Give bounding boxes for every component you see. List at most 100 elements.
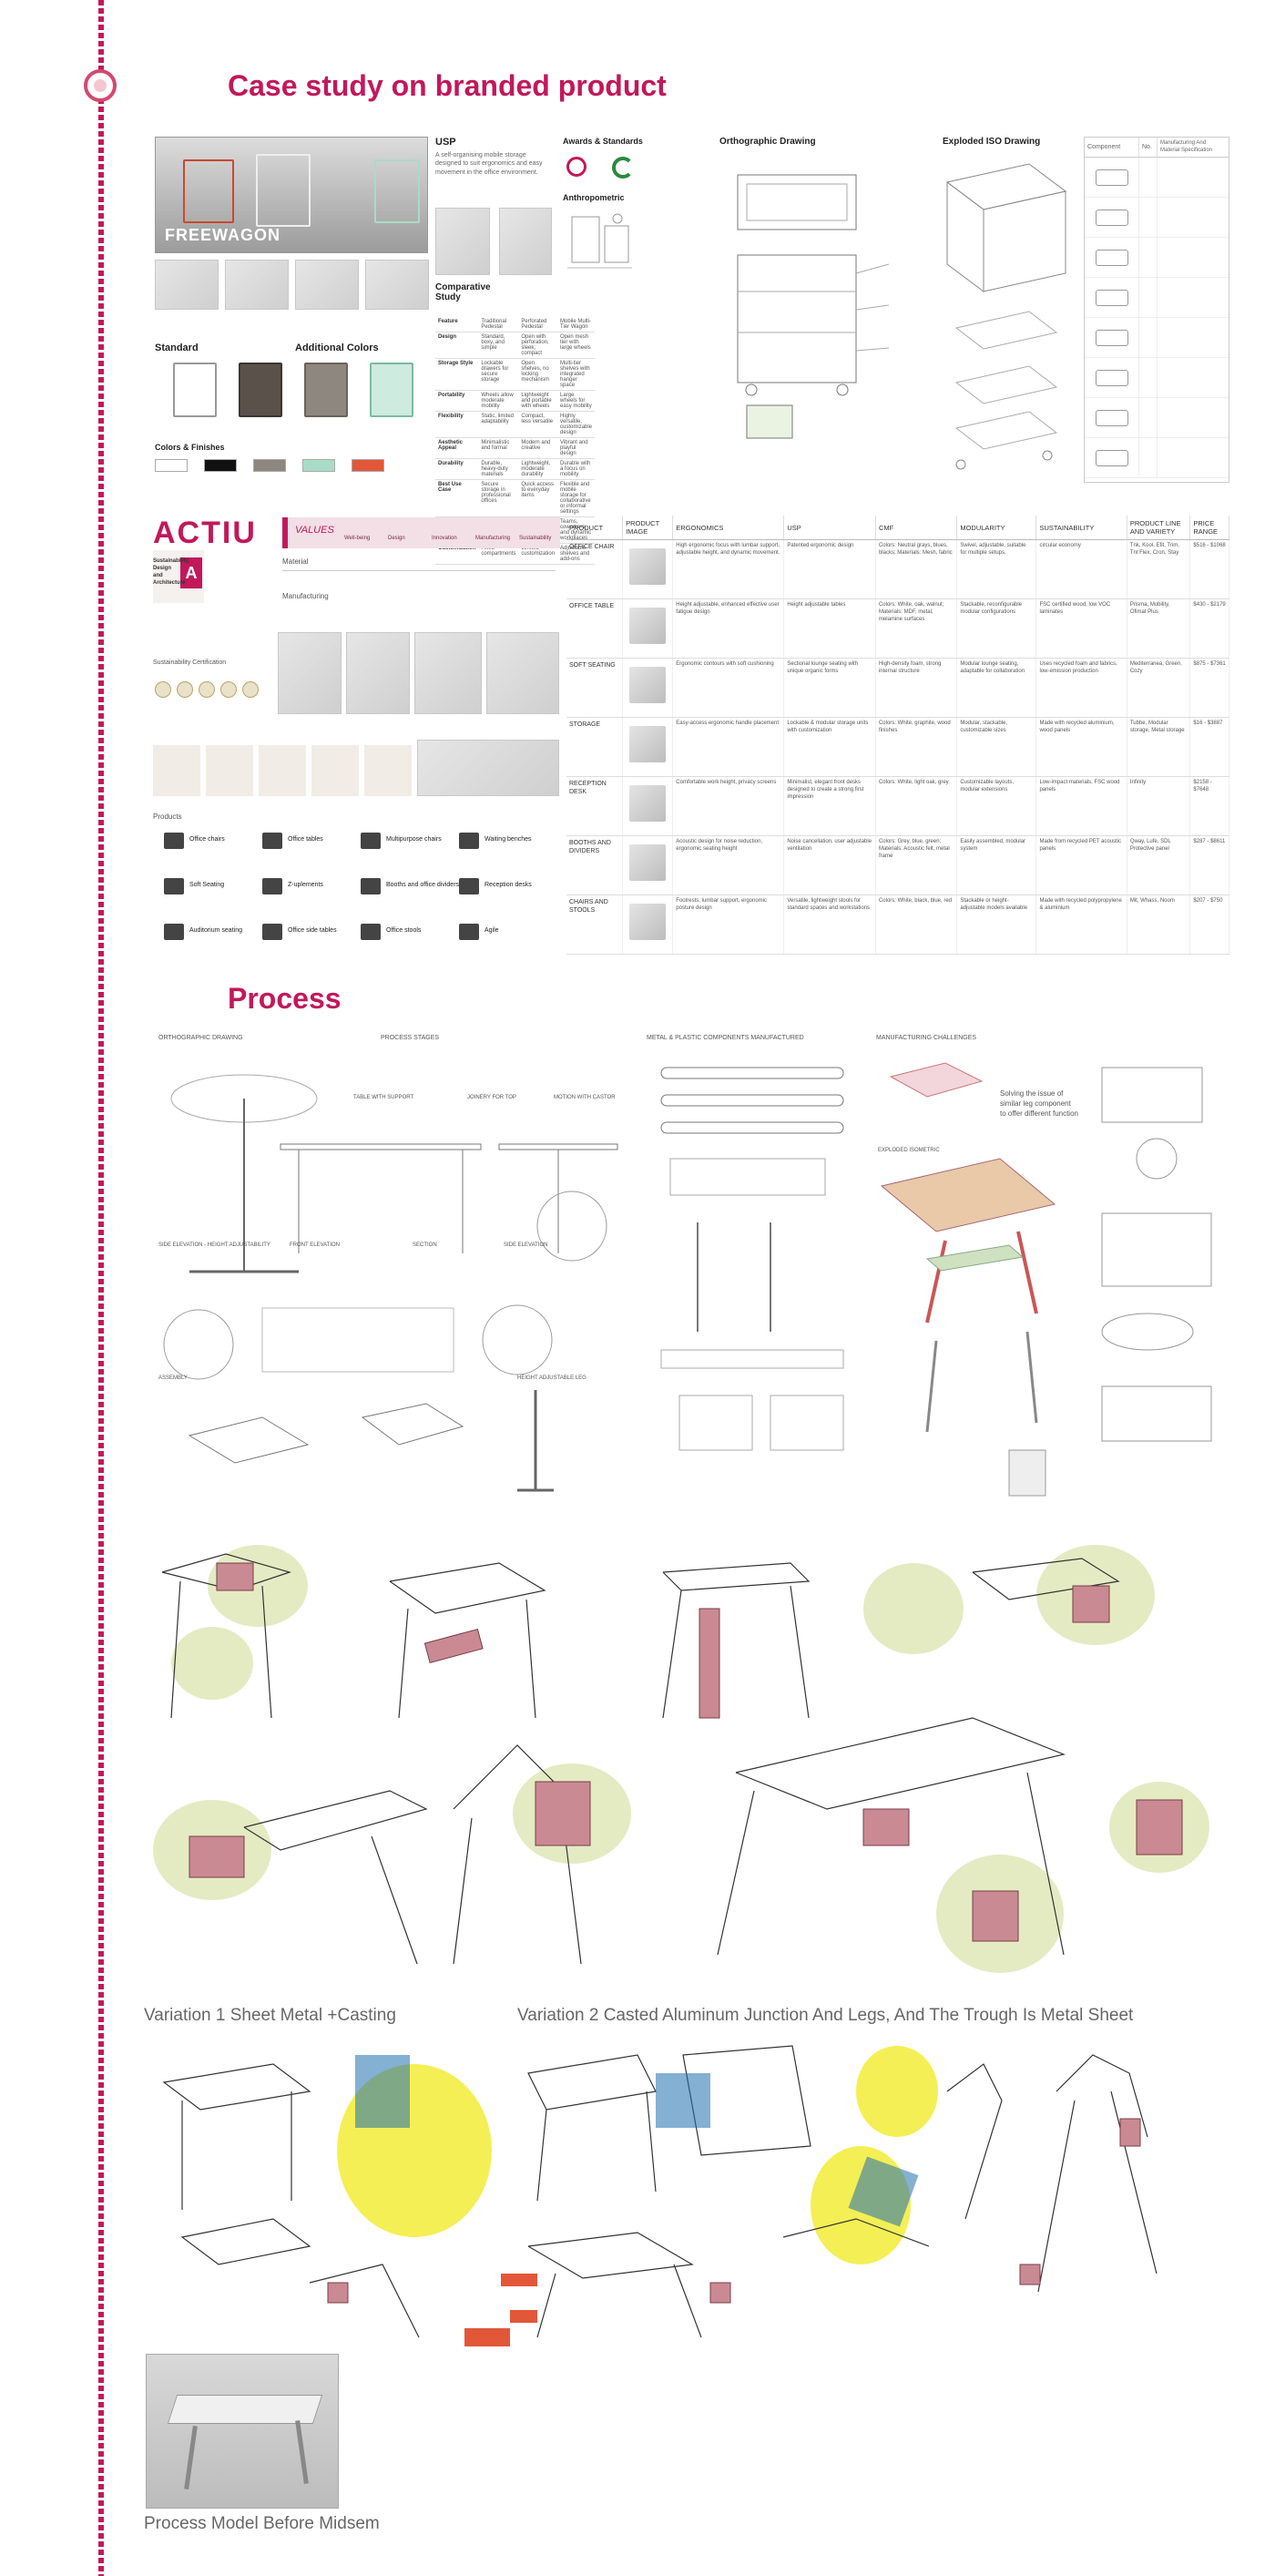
sketch-highlight-2 <box>171 1627 253 1700</box>
comparative-cell: Vibrant and playful design <box>557 437 596 459</box>
product-icon <box>164 924 184 940</box>
product-table-cell: Colors: White, light oak, grey <box>875 776 958 836</box>
product-icon <box>262 878 282 894</box>
bom-header-no: No. <box>1139 138 1158 157</box>
product-icon <box>459 878 479 894</box>
factory-photo-3 <box>414 632 482 714</box>
product-table-cell: Versatile, lightweight stools for standa… <box>783 894 876 955</box>
color-card-3 <box>259 745 306 796</box>
case-study-title: Case study on branded product <box>228 69 667 102</box>
color-swatch <box>155 459 188 472</box>
process-model-photo <box>146 2354 339 2509</box>
product-image <box>629 548 667 585</box>
green-g-award-icon <box>612 157 634 179</box>
comparative-cell: Large wheels for easy mobility <box>557 390 596 412</box>
color-dot-grid <box>153 745 413 796</box>
product-table-cell: Stackable or height-adjustable models av… <box>956 894 1037 955</box>
product-icon <box>361 924 381 940</box>
product-table-cell: Modular, stackable, customizable sizes <box>956 717 1037 777</box>
certification-badge-icon <box>177 681 193 698</box>
orthographic-drawing <box>737 174 890 439</box>
product-table-cell <box>622 776 674 836</box>
usage-photo-4 <box>365 260 429 310</box>
product-table-cell: Height adjustable tables <box>783 598 876 659</box>
comparative-cell: Wheels allow moderate mobility <box>478 390 519 412</box>
bom-row <box>1085 438 1229 478</box>
comparative-cell: Multi-tier shelves with integrated hange… <box>557 358 596 391</box>
material-heading: Material <box>282 557 309 566</box>
comparative-cell: Customization <box>435 543 479 565</box>
product-table-cell: Customizable layouts, modular extensions <box>956 776 1037 836</box>
comparative-cell: Fixed compartments <box>478 543 519 565</box>
certification-badge-icon <box>220 681 237 698</box>
variation-linework <box>162 2045 1158 2346</box>
challenge-note: Solving the issue of similar leg compone… <box>1000 1089 1078 1118</box>
value-item: Sustainability <box>519 536 552 541</box>
exploded-iso-heading: Exploded ISO Drawing <box>943 137 1041 147</box>
comparative-cell: Design <box>435 332 479 359</box>
product-label: Office tables <box>288 836 323 843</box>
actiu-brand-card: A <box>153 550 204 603</box>
label-joinery-for-top: JOINERY FOR TOP <box>467 1095 516 1100</box>
anthropometric-heading: Anthropometric <box>563 193 625 202</box>
model-leg-1 <box>184 2425 198 2490</box>
bill-of-materials-table: Component No. Manufacturing And Material… <box>1084 137 1229 483</box>
component-drawings <box>660 1067 844 1451</box>
product-table-cell: $516 - $1068 <box>1189 539 1229 599</box>
usage-photo-2 <box>225 260 289 310</box>
product-table-cell: Made with recycled polypropylene & alumi… <box>1035 894 1127 955</box>
actiu-a-mark: A <box>180 557 202 588</box>
label-manufacturing-challenges: MANUFACTURING CHALLENGES <box>876 1035 977 1041</box>
product-table-cell: SOFT SEATING <box>566 658 624 718</box>
product-table-cell: BOOTHS AND DIVIDERS <box>566 835 624 895</box>
product-table-cell: Swivel, adjustable, suitable for multipl… <box>956 539 1037 599</box>
color-swatch <box>352 459 384 472</box>
actiu-logo: ACTIU <box>153 516 257 550</box>
challenge-details-panel <box>1084 1031 1229 1514</box>
process-drawings-panel: ORTHOGRAPHIC DRAWING PROCESS STAGES TABL… <box>153 1031 627 1514</box>
product-image <box>629 608 667 644</box>
product-label: Booths and office dividers <box>386 882 460 888</box>
sketch-highlight-3 <box>863 1563 964 1654</box>
product-label: Multipurpose chairs <box>386 836 442 843</box>
label-side-elevation-height: SIDE ELEVATION - HEIGHT ADJUSTABILITY <box>158 1242 270 1248</box>
product-table-cell: High ergonomic focus with lumbar support… <box>672 539 785 599</box>
color-card-4 <box>311 745 359 796</box>
exploded-table-drawing <box>880 1062 1056 1497</box>
label-assembly: ASSEMBLY <box>158 1375 188 1381</box>
color-swatch <box>253 459 286 472</box>
bom-row <box>1085 198 1229 238</box>
comparative-cell: Highly versatile, customizable design <box>557 411 596 438</box>
cabinet-taupe-variant <box>304 363 348 417</box>
manufacturing-challenges-panel: MANUFACTURING CHALLENGES Solving the iss… <box>872 1031 1082 1514</box>
variation-sketches <box>146 2037 1229 2346</box>
comparative-cell: Standard, boxy, and simple <box>478 332 519 359</box>
product-table-cell: Modular lounge seating, adaptable for co… <box>956 658 1037 718</box>
usage-photo-1 <box>155 260 219 310</box>
cabinet-mint-variant <box>370 363 413 417</box>
product-image <box>629 904 667 940</box>
process-title: Process <box>228 982 342 1015</box>
comparative-cell: Modern and creative <box>518 437 558 459</box>
comparative-cell: Aesthetic Appeal <box>435 437 479 459</box>
comparative-cell: Compact, less versatile <box>518 411 558 438</box>
manufacturing-heading: Manufacturing <box>282 592 329 600</box>
components-panel: METAL & PLASTIC COMPONENTS MANUFACTURED <box>643 1031 871 1514</box>
product-table-cell: Colors: Grey, blue, green; Materials: Ac… <box>875 835 958 895</box>
comparative-cell: Lightweight and portable with wheels <box>518 390 558 412</box>
product-table-header: PRICE RANGE <box>1189 516 1229 540</box>
products-heading: Products <box>153 813 182 821</box>
product-table-cell: $287 - $8611 <box>1189 835 1229 895</box>
label-orthographic: ORTHOGRAPHIC DRAWING <box>158 1035 243 1041</box>
product-image <box>629 667 667 703</box>
certification-badge-icon <box>199 681 215 698</box>
product-table-cell: Colors: White, graphite, wood finishes <box>875 717 958 777</box>
product-label: Reception desks <box>484 882 532 888</box>
usp-photo-2 <box>499 208 552 275</box>
